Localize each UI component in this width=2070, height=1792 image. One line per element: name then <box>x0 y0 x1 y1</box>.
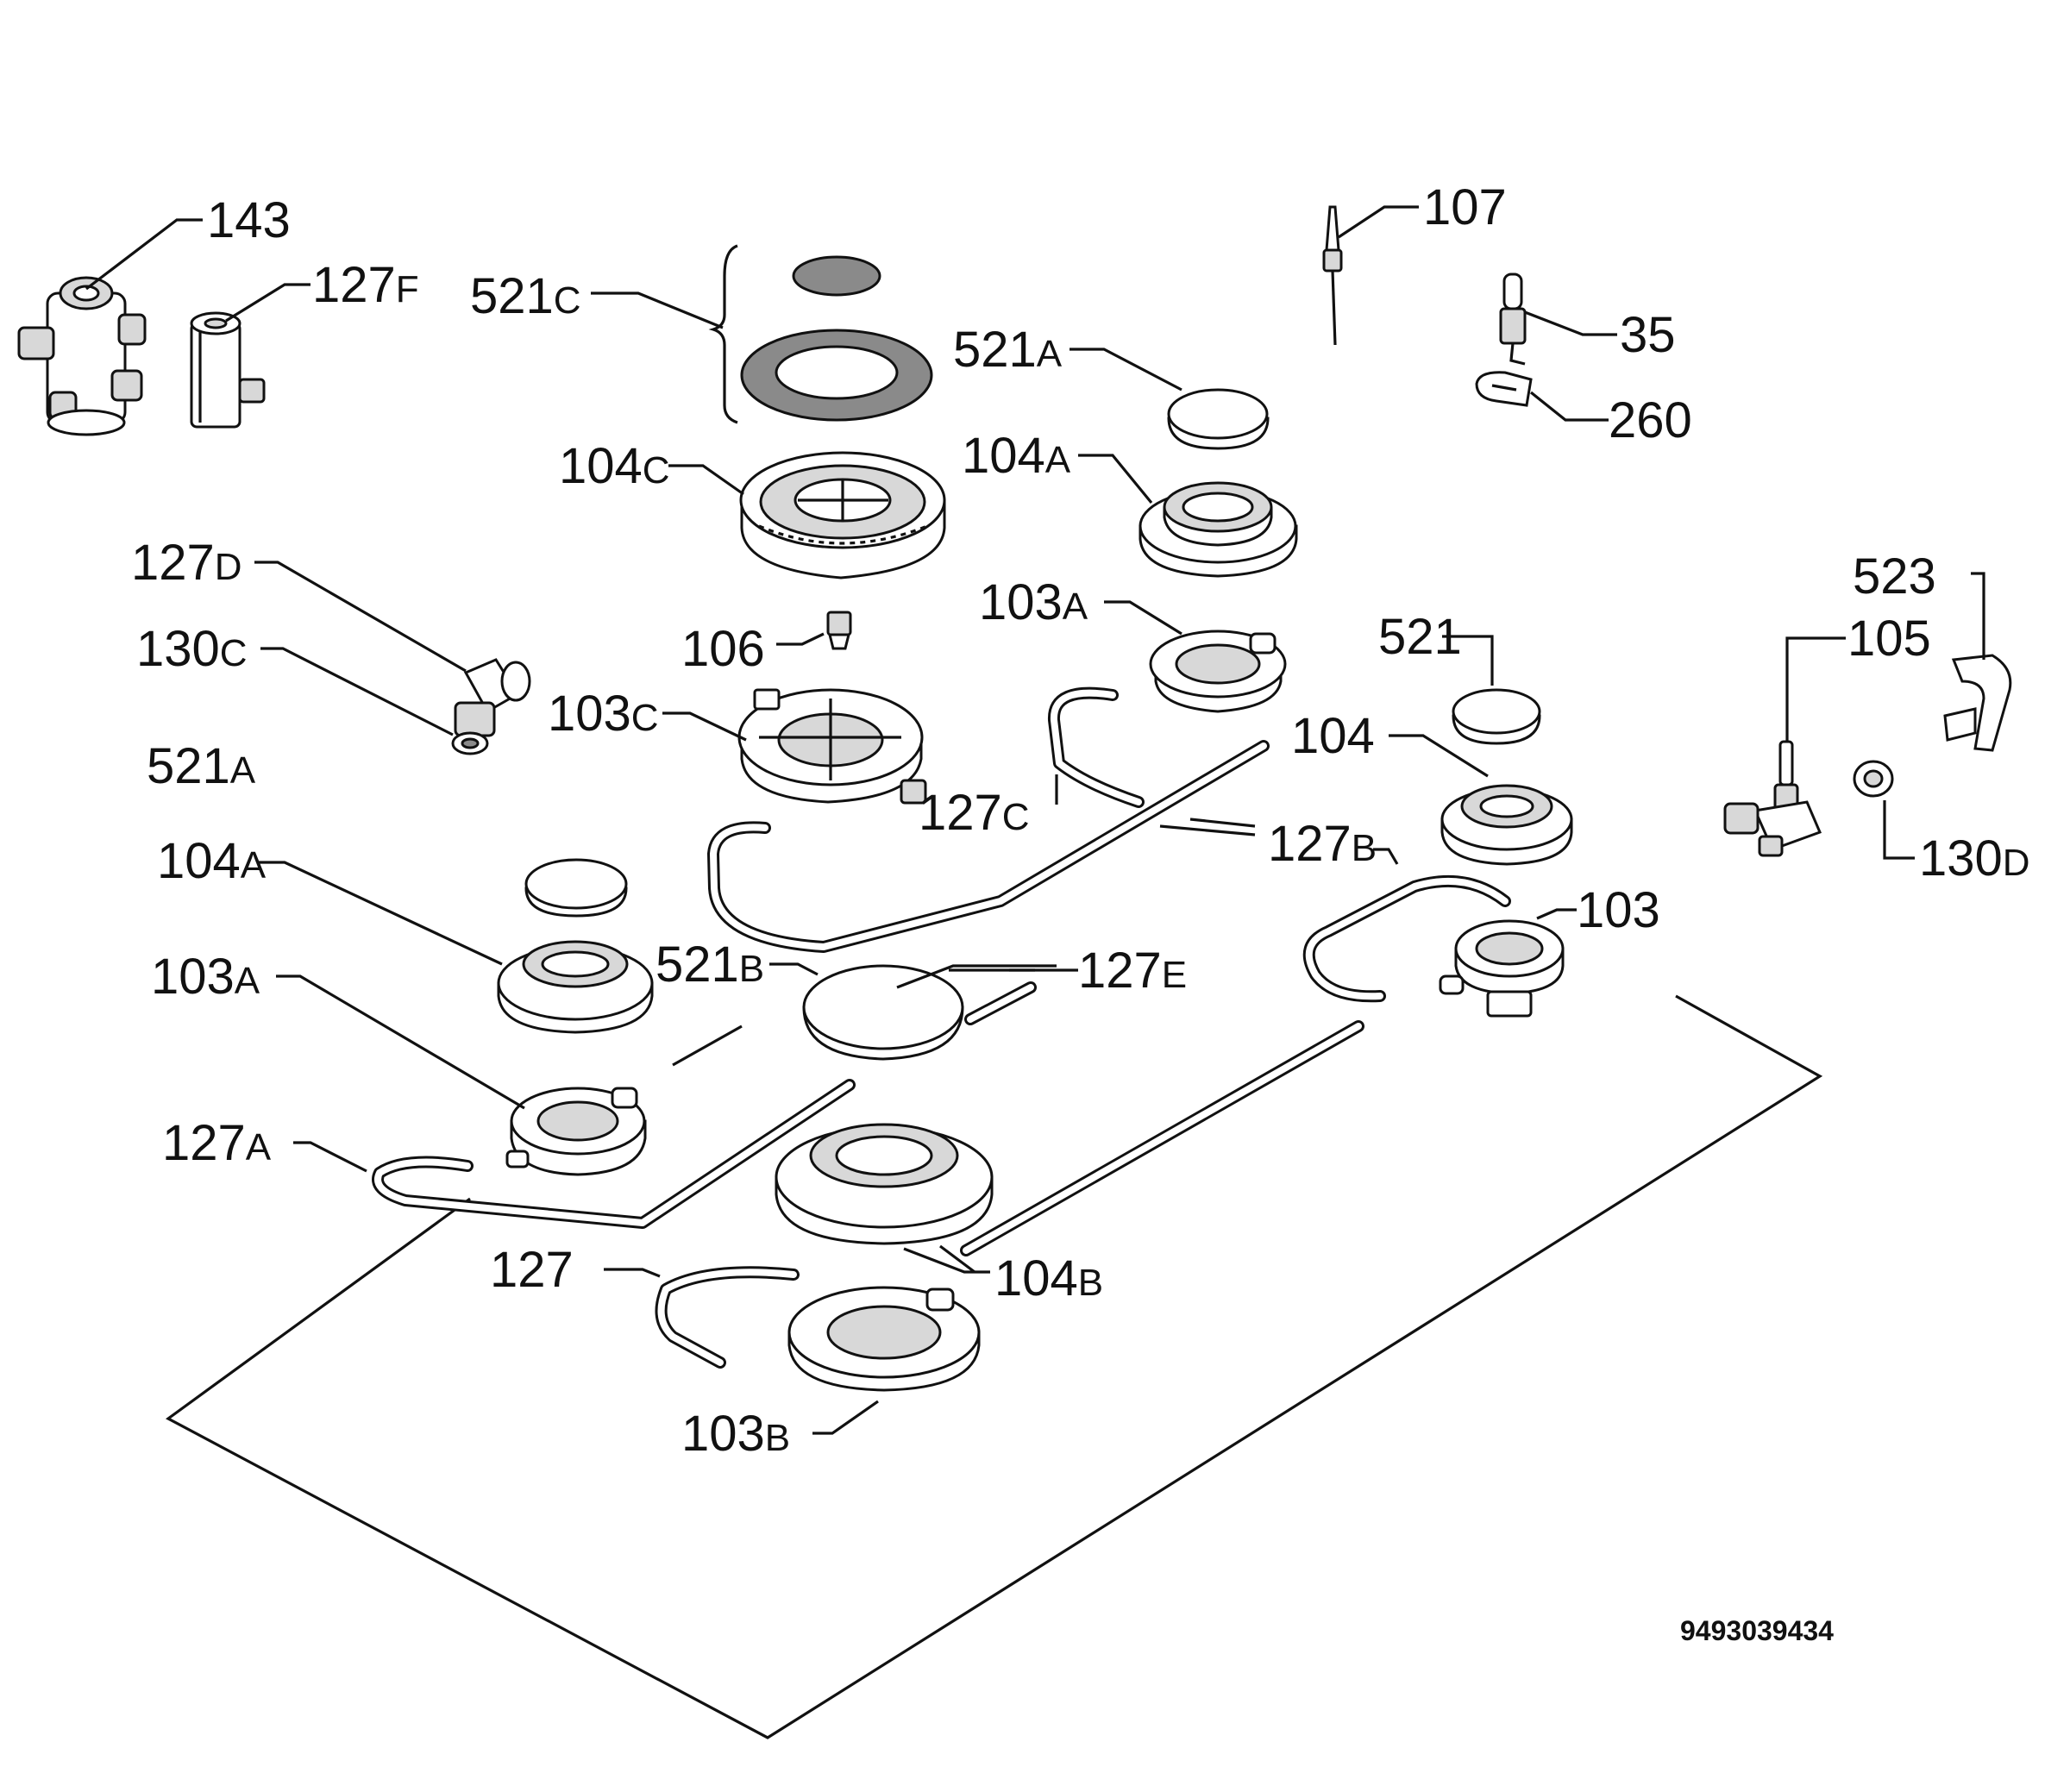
part-130c-washer <box>451 731 489 755</box>
label-107: 107 <box>1423 179 1507 235</box>
label-103b: 103B <box>681 1406 790 1462</box>
label-106: 106 <box>681 621 765 677</box>
label-260: 260 <box>1609 392 1692 448</box>
label-104: 104 <box>1291 708 1375 764</box>
part-35-spark-electrode <box>1499 273 1527 366</box>
part-104b-large-crown <box>775 1123 994 1245</box>
part-143-gas-distributor <box>17 276 147 436</box>
label-103: 103 <box>1577 882 1660 938</box>
part-523-bracket <box>1943 654 2012 752</box>
label-104c: 104C <box>559 438 670 494</box>
label-127e: 127E <box>1078 943 1187 999</box>
label-521a-left: 521A <box>147 738 256 794</box>
hob-plate-outline <box>165 994 1823 1739</box>
label-521c: 521C <box>470 268 581 324</box>
label-521: 521 <box>1378 609 1462 665</box>
part-521a-top-cap <box>1167 388 1270 450</box>
part-130d-washer <box>1853 760 1894 798</box>
label-143: 143 <box>207 192 291 248</box>
part-521a-left-cap <box>524 858 628 918</box>
leader-lines <box>85 205 1985 1435</box>
part-521c-cap-set <box>708 244 933 424</box>
label-127: 127 <box>490 1242 574 1298</box>
part-labels: 143 127F 521C 107 35 260 521A 104C 104A … <box>131 179 2030 1462</box>
label-127f: 127F <box>312 257 419 313</box>
label-130c: 130C <box>136 621 248 677</box>
part-104c-burner-crown <box>739 451 946 580</box>
label-127b: 127B <box>1268 816 1377 872</box>
part-104a-top-crown <box>1138 481 1298 578</box>
gas-tubes <box>372 686 1511 1369</box>
part-521-cap <box>1452 688 1541 745</box>
label-105: 105 <box>1847 611 1931 667</box>
part-103-body <box>1439 919 1565 1018</box>
label-104a-left: 104A <box>157 833 267 889</box>
label-130d: 130D <box>1919 830 2030 887</box>
part-521b-large-cap <box>802 964 964 1061</box>
label-103a-left: 103A <box>151 949 260 1005</box>
label-523: 523 <box>1853 548 1936 605</box>
part-103c-burner-body <box>737 688 927 805</box>
label-35: 35 <box>1620 307 1676 363</box>
label-104a-top: 104A <box>962 428 1071 484</box>
part-127f-connector <box>190 311 266 429</box>
label-103a-top: 103A <box>979 574 1088 630</box>
label-103c: 103C <box>548 686 659 742</box>
part-107-thermocouple <box>1322 205 1343 346</box>
label-127a: 127A <box>162 1115 272 1171</box>
label-127c: 127C <box>919 785 1030 841</box>
part-104-crown <box>1440 784 1573 866</box>
label-521a-top: 521A <box>953 322 1063 378</box>
part-103a-top-body <box>1149 630 1287 713</box>
part-103b-large-body <box>787 1286 981 1392</box>
part-127d-elbow <box>454 658 531 737</box>
part-260-clip <box>1475 371 1533 407</box>
part-103a-left-body <box>505 1087 647 1176</box>
part-106-injector <box>826 611 852 650</box>
label-104b: 104B <box>994 1250 1103 1306</box>
document-number: 9493039434 <box>1680 1615 1834 1646</box>
label-521b: 521B <box>656 937 764 993</box>
part-104a-left-crown <box>497 940 654 1034</box>
label-127d: 127D <box>131 535 242 591</box>
part-105-gas-valve <box>1723 740 1822 857</box>
